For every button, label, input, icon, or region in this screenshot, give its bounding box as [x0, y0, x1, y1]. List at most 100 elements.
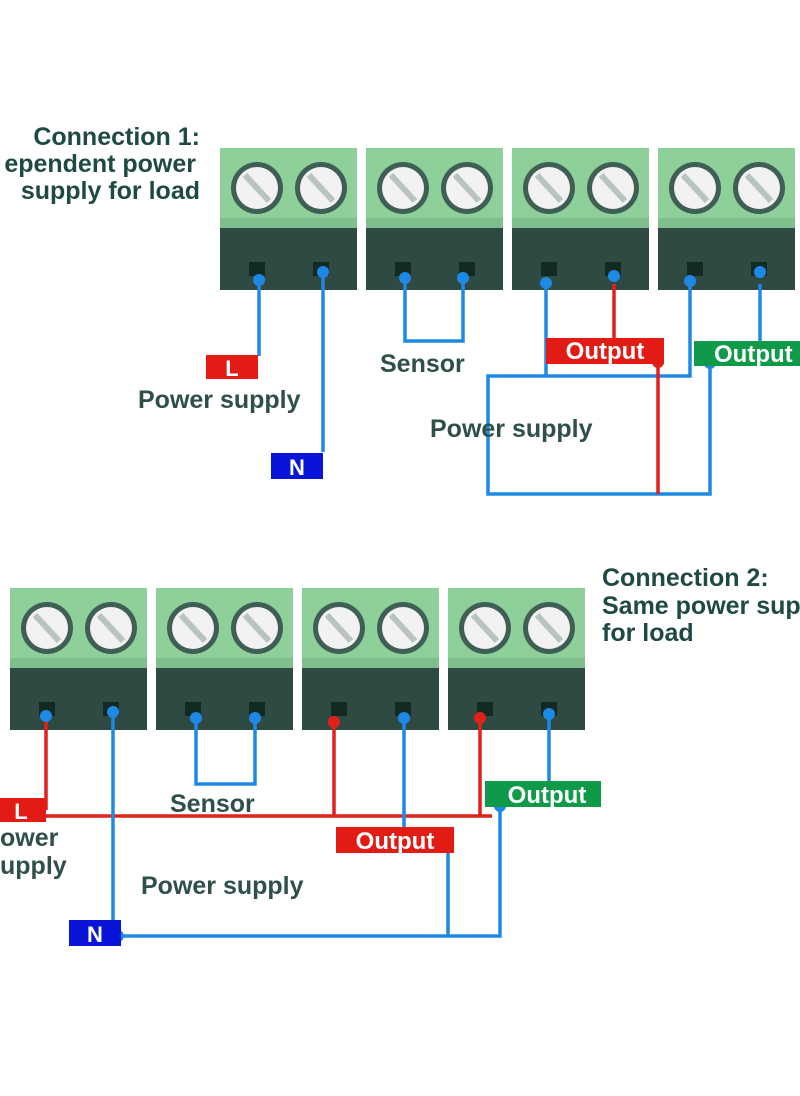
terminal-bottom: [10, 668, 147, 730]
terminal-top-ridge: [366, 218, 503, 228]
conn1-L-box: [206, 355, 258, 379]
wire-c2-L-bus: [46, 718, 492, 818]
wire-c2-sensor-dot-b: [249, 712, 261, 724]
screw-slot: [388, 612, 418, 644]
conn1-power-supply-right: Power supply: [430, 415, 593, 443]
wire-hole: [687, 262, 703, 276]
wire-hole: [541, 262, 557, 276]
conn2-output-red-box: [336, 827, 454, 853]
wire-c1-supply-top: [486, 284, 692, 450]
terminal-block-c1-3: [512, 148, 649, 290]
screw-slot: [242, 612, 272, 644]
conn1-output-red-label: Output: [566, 338, 645, 365]
conn1-sensor-label: Sensor: [380, 350, 465, 378]
wire-c2-t4-dot-b: [543, 708, 555, 720]
wire-c2-t4-dot-a: [474, 712, 486, 724]
conn1-output-red-box: [546, 338, 664, 364]
conn2-output-green-box: [485, 781, 601, 807]
wire-c2-t3-dot-b: [398, 712, 410, 724]
conn2-output-green-label: Output: [508, 782, 587, 809]
terminal-top-ridge: [156, 658, 293, 668]
terminal-block-c1-4: [658, 148, 795, 290]
wire-c1-N-dot: [317, 266, 329, 278]
screw-slot: [744, 172, 774, 204]
terminal-top-ridge: [512, 218, 649, 228]
labels: Connection 1: ependent power supply for …: [0, 123, 800, 947]
screw-slot: [680, 172, 710, 204]
conn2-N-box: [69, 920, 121, 946]
wire-c1-sensor-loop: [403, 276, 465, 343]
wire-c2-sensor-loop: [194, 718, 257, 786]
wire-c1-t3-dot-a: [540, 277, 552, 289]
screw-slot: [388, 172, 418, 204]
wire-c1-supply-bottom: [486, 363, 712, 496]
conn1-title-line3: supply for load: [21, 177, 200, 205]
wires: [40, 266, 766, 942]
conn2-output-red-label: Output: [356, 828, 435, 855]
conn1-title-line1: Connection 1:: [33, 123, 200, 151]
wire-c2-sensor-dot-a: [190, 712, 202, 724]
conn2-title-line1: Connection 2:: [602, 564, 769, 592]
conn1-N-label: N: [289, 455, 305, 480]
terminal-top-ridge: [302, 658, 439, 668]
screw-slot: [96, 612, 126, 644]
terminal-bottom: [512, 228, 649, 290]
terminal-bottom: [156, 668, 293, 730]
wire-c1-sensor-dot-b: [457, 272, 469, 284]
conn1-N-box: [271, 453, 323, 479]
screw-slot: [598, 172, 628, 204]
conn2-N-label: N: [87, 922, 103, 947]
terminal-top-ridge: [220, 218, 357, 228]
wire-c2-N-dot: [107, 706, 119, 718]
wire-c2-N-bus: [121, 806, 502, 938]
conn1-output-green-label: Output: [714, 341, 793, 368]
conn1-title-line2: ependent power: [4, 150, 196, 178]
conn1-L-label: L: [225, 356, 238, 381]
terminal-top-ridge: [10, 658, 147, 668]
screw-slot: [32, 612, 62, 644]
screw-slot: [534, 172, 564, 204]
wire-c1-t4-dot-b: [754, 266, 766, 278]
terminal-block-c2-3: [302, 588, 439, 730]
wire-c1-t4-dot-a: [684, 275, 696, 287]
conn2-power-left-line2: upply: [0, 852, 67, 880]
conn2-title-line2: Same power sup: [602, 592, 800, 620]
terminal-bottom: [658, 228, 795, 290]
wire-hole: [249, 262, 265, 276]
conn2-title-line3: for load: [602, 619, 694, 647]
conn2-L-label: L: [14, 799, 27, 824]
terminal-bottom: [366, 228, 503, 290]
terminal-block-c2-2: [156, 588, 293, 730]
screw-slot: [242, 172, 272, 204]
terminal-top-ridge: [448, 658, 585, 668]
screw-slot: [324, 612, 354, 644]
terminal-bottom: [302, 668, 439, 730]
conn2-power-supply: Power supply: [141, 872, 304, 900]
terminal-block-c2-1: [10, 588, 147, 730]
terminal-bottom: [220, 228, 357, 290]
screw-slot: [470, 612, 500, 644]
wire-c2-N-drop: [111, 714, 121, 938]
conn2-sensor-label: Sensor: [170, 790, 255, 818]
wire-c1-sensor-dot-a: [399, 272, 411, 284]
terminal-block-c1-1: [220, 148, 357, 290]
wire-c1-t3-dot-b: [608, 270, 620, 282]
conn2-power-left-line1: ower: [0, 824, 59, 852]
screw-slot: [534, 612, 564, 644]
wire-c2-L-dot: [40, 710, 52, 722]
terminal-block-c1-2: [366, 148, 503, 290]
wire-c1-L-dot: [253, 274, 265, 286]
conn2-L-box: [0, 798, 46, 822]
terminal-block-c2-4: [448, 588, 585, 730]
terminal-bottom: [448, 668, 585, 730]
terminal-top-ridge: [658, 218, 795, 228]
conn1-power-supply-left: Power supply: [138, 386, 301, 414]
screw-slot: [306, 172, 336, 204]
conn1-output-green-box: [694, 341, 800, 366]
screw-slot: [452, 172, 482, 204]
terminal-blocks: [10, 148, 795, 730]
wire-c2-t3-dot-a: [328, 716, 340, 728]
screw-slot: [178, 612, 208, 644]
wire-hole: [331, 702, 347, 716]
